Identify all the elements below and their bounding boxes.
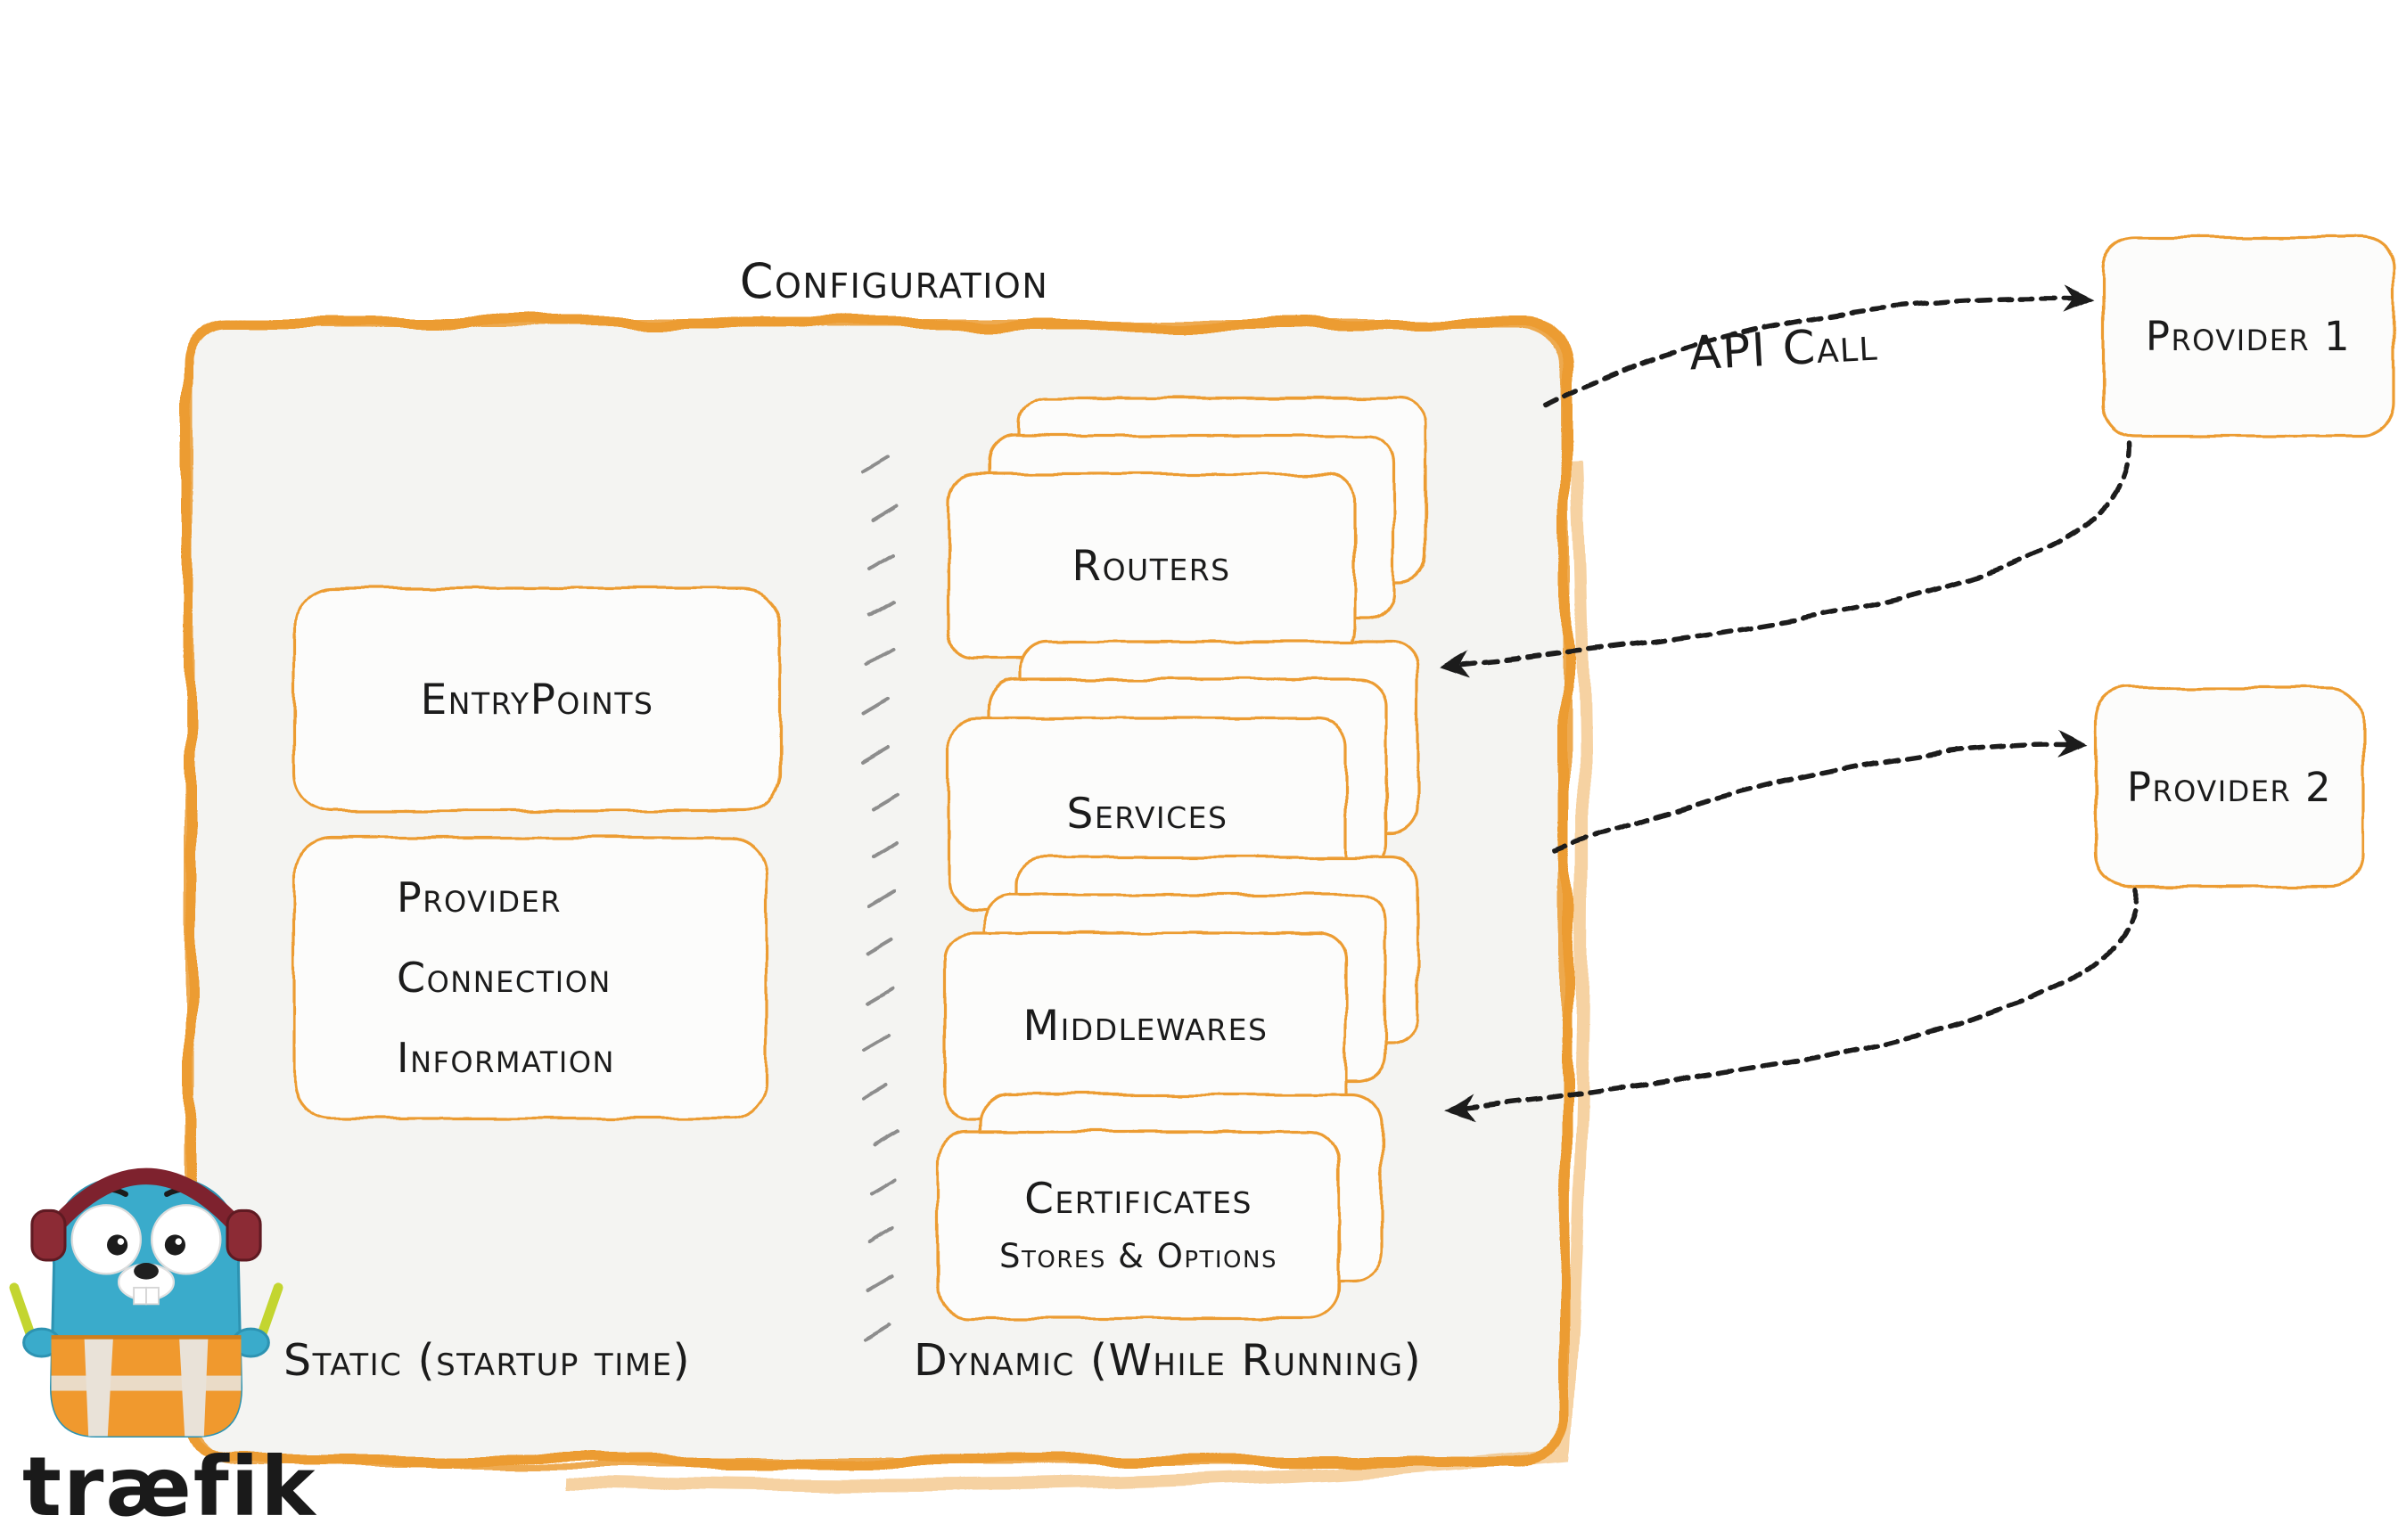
headphone-band [41,1167,251,1241]
static-dynamic-divider [861,456,899,1340]
gopher-eye-left [70,1204,142,1275]
pupil-glint-right [175,1238,182,1245]
provider-2-return-arrow [1444,887,2138,1122]
provider-2-label: Provider 2 [2126,764,2333,811]
certificates-label: Certificates [1024,1175,1252,1224]
diagram-title: Configuration [739,252,1049,309]
traefik-wordmark: træfik [22,1439,317,1535]
provider-1-label: Provider 1 [2145,313,2352,360]
gopher-tooth-right [145,1286,160,1306]
services-label: Services [1066,789,1228,839]
api-call-label: API Call [1688,317,1880,381]
pupil-glint-left [117,1238,125,1245]
provider-connection-line-1: Provider [397,873,563,922]
provider-connection-line-3: Information [397,1034,615,1082]
gopher-nose [134,1263,159,1280]
arrows-layer [1439,284,2138,1122]
provider-2-box [2094,686,2365,889]
entrypoints-label: EntryPoints [420,675,654,725]
api-call-arrow [1542,284,2095,408]
gopher-pupil-right [164,1234,185,1256]
dynamic-caption: Dynamic (While Running) [914,1335,1423,1386]
gopher-tooth-left [133,1286,147,1306]
routers-label: Routers [1072,541,1231,591]
provider-connection-box [292,836,768,1120]
traefik-gopher-logo [9,1167,283,1438]
panel-shadow-brush [561,463,1590,1491]
static-caption: Static (startup time) [283,1335,692,1386]
configuration-panel-brush [185,319,1569,1465]
middlewares-label: Middlewares [1022,1002,1269,1051]
headphone-cup-left [30,1208,67,1262]
provider-1-return-arrow [1439,441,2133,678]
provider-connection-line-2: Connection [397,954,612,1002]
certificates-labels: Certificates Stores & Options [938,1154,1339,1297]
cards-layer [292,235,2395,1320]
provider-connection-label: Provider Connection Information [397,848,771,1107]
certificates-box [936,1130,1341,1320]
gopher-pupil-left [107,1234,128,1256]
vest-stripe-horizontal [51,1375,242,1391]
provider-1-box [2101,235,2395,438]
certificates-sub-label: Stores & Options [999,1237,1277,1275]
headphone-cup-right [226,1208,262,1262]
provider-2-call-arrow [1553,730,2089,854]
gopher-eye-right [151,1204,222,1275]
entrypoints-box [292,586,782,813]
